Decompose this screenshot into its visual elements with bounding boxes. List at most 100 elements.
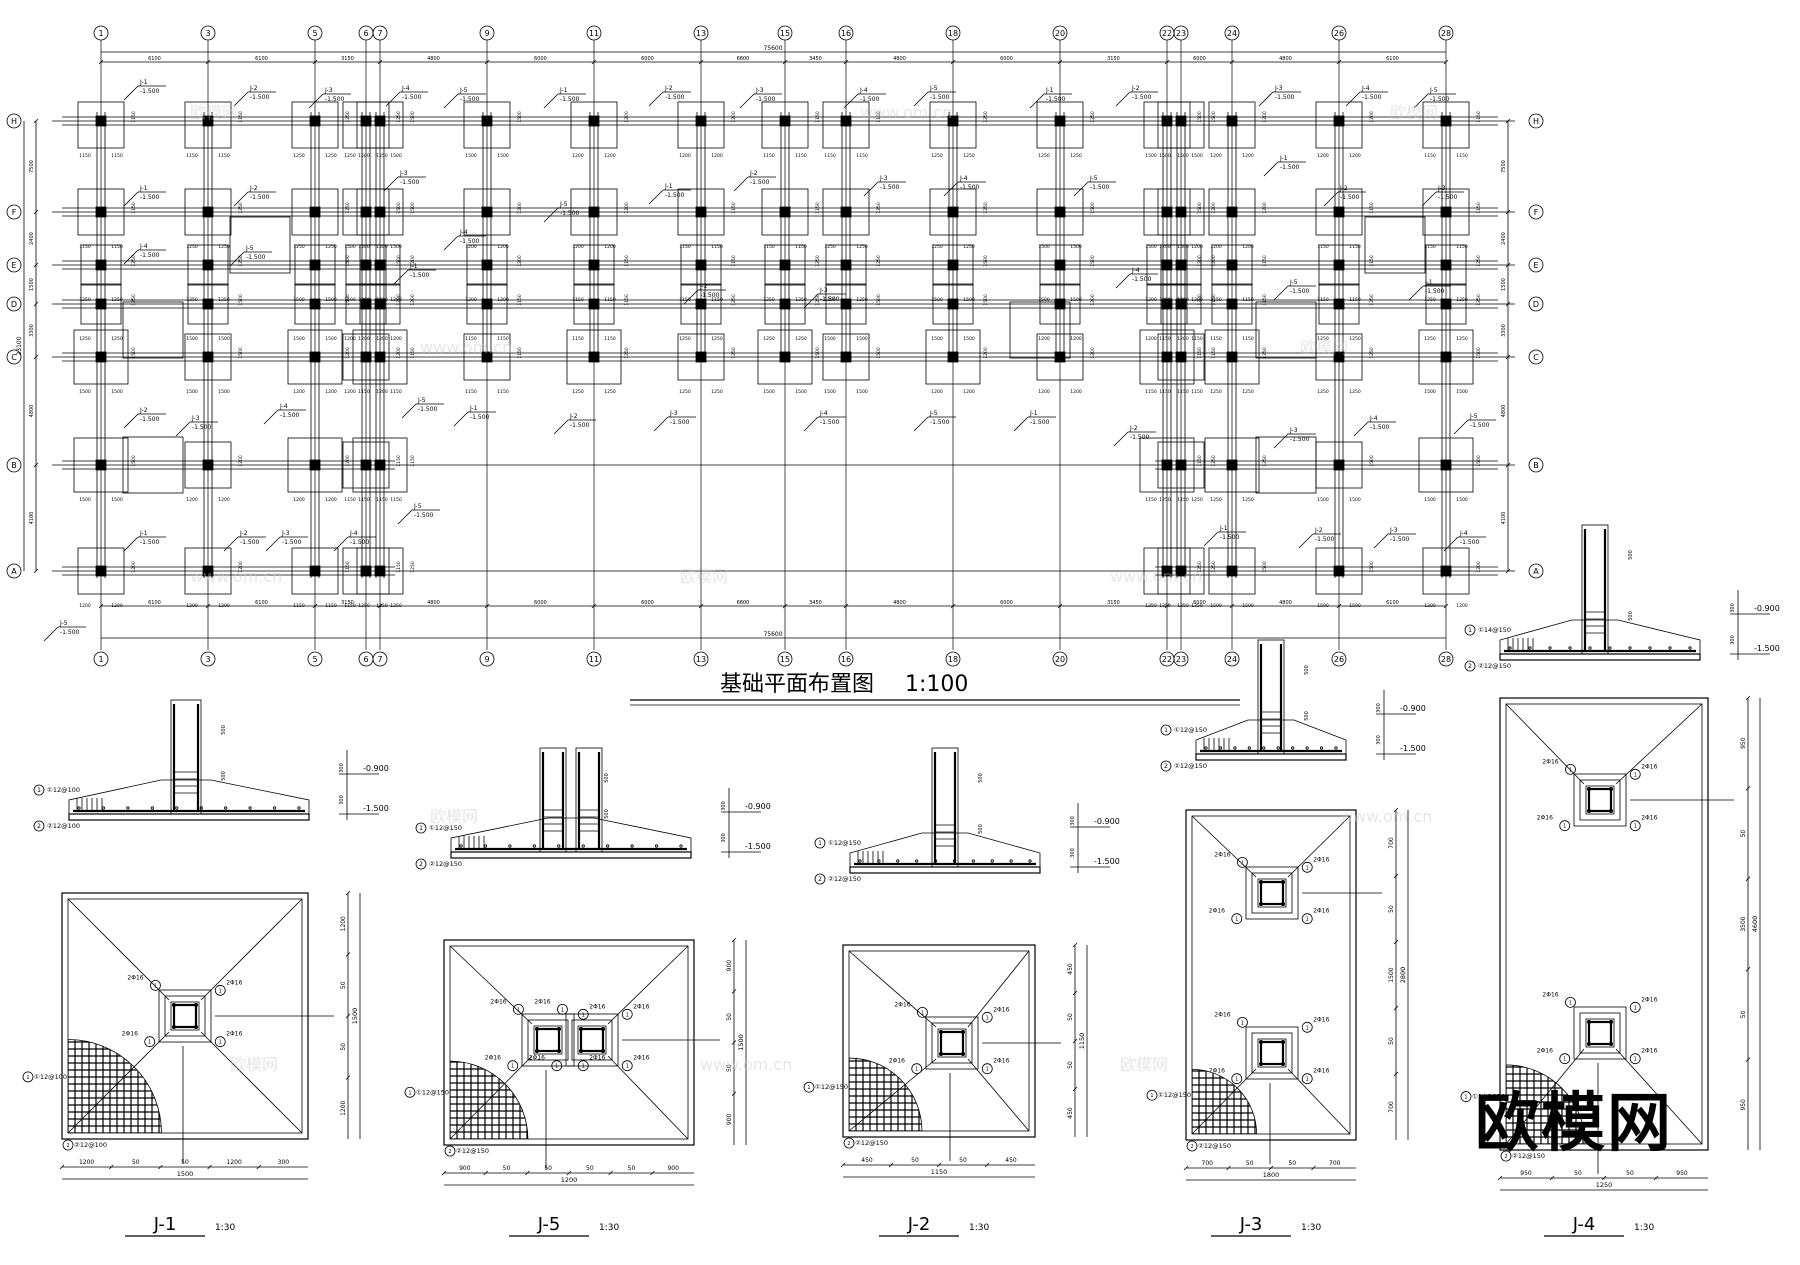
- footing-dim: 1250: [679, 389, 691, 395]
- footing-dim: 1500: [795, 389, 807, 395]
- dim-tick: [33, 262, 39, 268]
- detail-dim-value: 900: [459, 1165, 471, 1172]
- detail-total-side: 1150: [1078, 1033, 1086, 1050]
- footing-dim: 1200: [1090, 294, 1096, 306]
- rebar-callout: [1629, 768, 1641, 780]
- column-outline: [577, 1025, 607, 1055]
- footing-dim: 1250: [731, 294, 737, 306]
- footing-dim: 1200: [238, 455, 244, 467]
- footing-dim: 1200: [1262, 202, 1268, 214]
- footing-dim: 1200: [358, 336, 370, 342]
- axis-bubble-label: 1: [98, 29, 103, 38]
- rebar-dot: [557, 844, 561, 848]
- axis-bubble-label: B: [11, 461, 17, 470]
- footing-pad: [1418, 329, 1474, 385]
- footing-pad: [294, 283, 336, 325]
- tag-leader: [397, 509, 413, 525]
- column: [1333, 298, 1345, 310]
- footing-dim: 1500: [1456, 389, 1468, 395]
- callout-num: 2: [818, 876, 822, 883]
- axis-bubble-col-23: [1173, 25, 1189, 41]
- row-dim-value: 1500: [1501, 278, 1507, 291]
- detail-scale: 1:30: [969, 1223, 989, 1233]
- dim-tick: [1393, 873, 1399, 879]
- column: [374, 259, 386, 271]
- footing-elevation: -1.500: [1046, 96, 1066, 103]
- footing-dim: 1150: [111, 153, 123, 159]
- row-dim-value: 3300: [1501, 324, 1507, 337]
- rebar-callout: [1565, 763, 1576, 775]
- footing-dim: 1150: [396, 561, 402, 573]
- footing-dim: 1150: [795, 244, 807, 250]
- footing-pad: [184, 333, 232, 381]
- slope-line: [1287, 1068, 1351, 1135]
- corner-bar: [1609, 1042, 1613, 1046]
- dim-value: 6000: [1193, 56, 1206, 62]
- footing-dim: 1500: [824, 336, 836, 342]
- dim-value: 6100: [1386, 56, 1399, 62]
- tag-leader: [648, 91, 664, 107]
- axis-bubble-col-11: [586, 651, 602, 667]
- dim-value: 6000: [1000, 56, 1013, 62]
- column: [840, 259, 852, 271]
- footing-tag-J-4: J-4: [1131, 267, 1140, 274]
- footing-dim: 1250: [238, 255, 244, 267]
- rebar-callout: [513, 1003, 524, 1015]
- elevation-bottom: -1.500: [1094, 857, 1120, 866]
- tag-leader: [1273, 285, 1289, 301]
- column: [309, 459, 321, 471]
- anchor-dim: 500: [978, 773, 984, 783]
- dim-value: 3150: [1107, 600, 1120, 606]
- axis-bubble-row-D: [1528, 296, 1544, 312]
- rebar-callout-num: 1: [1235, 917, 1238, 923]
- axis-bubble-col-5: [307, 25, 323, 41]
- footing-dim: 1500: [763, 389, 775, 395]
- footing-dim: 1200: [624, 111, 630, 123]
- rebar-callout: [507, 1060, 519, 1072]
- mesh-callout-1: [404, 1086, 416, 1098]
- slope-line: [200, 898, 303, 1001]
- footing-dim: 1250: [410, 561, 416, 573]
- footing-elevation: -1.500: [418, 406, 438, 413]
- footing-tag-J-2: J-2: [749, 170, 758, 177]
- footing-dim: 1200: [604, 153, 616, 159]
- rebar-dot: [990, 859, 994, 863]
- rebar-tag: 2Φ16: [993, 1058, 1009, 1065]
- tag-leader: [648, 189, 664, 205]
- rebar-dot: [1334, 746, 1338, 750]
- footing-dim: 1150: [1456, 244, 1468, 250]
- detail-side-dim: 50: [726, 1013, 733, 1021]
- footing-pad-extra: [122, 301, 184, 359]
- footing-dim: 1250: [345, 111, 351, 123]
- footing-dim: 1150: [1456, 153, 1468, 159]
- tag-leader: [123, 191, 139, 207]
- column: [1226, 565, 1238, 577]
- column: [360, 565, 372, 577]
- footing-pad: [1425, 283, 1467, 325]
- anchor-dim: 500: [604, 773, 610, 783]
- dim-value: 3150: [1107, 56, 1120, 62]
- tag-leader: [401, 403, 417, 419]
- column: [202, 565, 214, 577]
- footing-dim: 1200: [465, 297, 477, 303]
- dim-tick: [1393, 939, 1399, 945]
- rebar-callout: [1629, 1053, 1641, 1065]
- footing-pad: [291, 188, 339, 236]
- column: [1333, 115, 1345, 127]
- footing-dim: 1150: [465, 336, 477, 342]
- rebar-dot: [933, 859, 938, 863]
- dim-value: 4800: [1279, 56, 1292, 62]
- tag-leader: [393, 269, 409, 285]
- footing-pad: [359, 283, 401, 325]
- column: [374, 565, 386, 577]
- footing-dim: 1500: [1369, 455, 1375, 467]
- footing-elevation: -1.500: [1315, 536, 1335, 543]
- footing-dim: 1200: [572, 153, 584, 159]
- footing-dim: 1500: [111, 389, 123, 395]
- footing-tag-J-4: J-4: [401, 85, 410, 92]
- detail-total-dim: 1250: [1596, 1181, 1613, 1189]
- footing-elevation: -1.500: [1290, 288, 1310, 295]
- pedestal-outline: [931, 1022, 973, 1064]
- corner-bar: [1259, 880, 1263, 884]
- footing-elevation: -1.500: [1460, 539, 1480, 546]
